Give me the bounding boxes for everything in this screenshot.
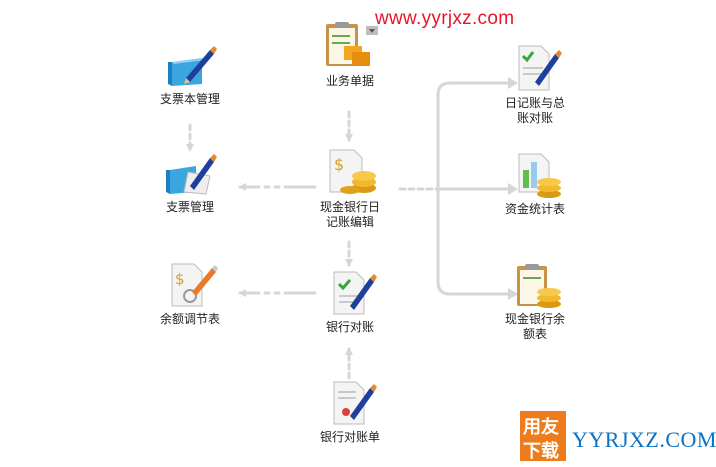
node-journal-ledger[interactable]: 日记账与总 账对账	[490, 44, 580, 126]
svg-text:$: $	[175, 270, 185, 288]
node-checkbook-mgmt[interactable]: 支票本管理	[150, 44, 230, 107]
node-cash-bank-balance[interactable]: 现金银行余 额表	[490, 262, 580, 342]
logo-text: YYRJXZ.COM	[572, 427, 716, 452]
node-cash-bank-journal[interactable]: $ 现金银行日 记账编辑	[305, 148, 395, 230]
node-label: 银行对账	[325, 320, 374, 334]
clipboard-boxes-icon	[326, 22, 378, 66]
node-check-mgmt[interactable]: 支票管理	[150, 152, 230, 215]
chart-coins-icon	[518, 153, 561, 198]
node-label: 银行对账单	[319, 430, 380, 444]
node-label: 支票本管理	[159, 92, 220, 106]
checklist-pen-icon	[518, 45, 562, 91]
document-pen-icon: $	[171, 263, 218, 307]
node-business-docs[interactable]: 业务单据	[310, 20, 390, 89]
site-logo: 用友 下载 YYRJXZ.COM	[520, 411, 716, 463]
statement-pen-icon	[333, 381, 377, 425]
node-bank-reconcile[interactable]: 银行对账	[310, 270, 390, 335]
logo-cn-top: 用友	[523, 417, 559, 438]
document-coins-icon: $	[329, 149, 376, 194]
node-fund-stats[interactable]: 资金统计表	[495, 152, 575, 217]
right-trunk	[436, 81, 512, 97]
svg-text:$: $	[334, 155, 344, 174]
checkbook-pen-icon	[168, 46, 217, 86]
checklist-pen-icon	[333, 271, 377, 315]
check-pen-icon	[166, 154, 217, 195]
logo-cn-bottom: 下载	[523, 441, 559, 462]
logo-badge: 用友 下载	[520, 411, 566, 462]
node-label: 业务单据	[325, 74, 374, 88]
node-label: 现金银行日 记账编辑	[319, 200, 380, 229]
node-balance-adjust[interactable]: $ 余额调节表	[150, 262, 230, 327]
node-label: 日记账与总 账对账	[504, 96, 565, 125]
node-label: 现金银行余 额表	[504, 312, 565, 341]
node-label: 支票管理	[165, 200, 214, 214]
watermark-url: www.yyrjxz.com	[375, 8, 515, 29]
node-label: 资金统计表	[504, 202, 565, 216]
node-label: 余额调节表	[159, 312, 220, 326]
node-bank-statement[interactable]: 银行对账单	[310, 380, 390, 445]
clipboard-coins-icon	[517, 264, 561, 308]
